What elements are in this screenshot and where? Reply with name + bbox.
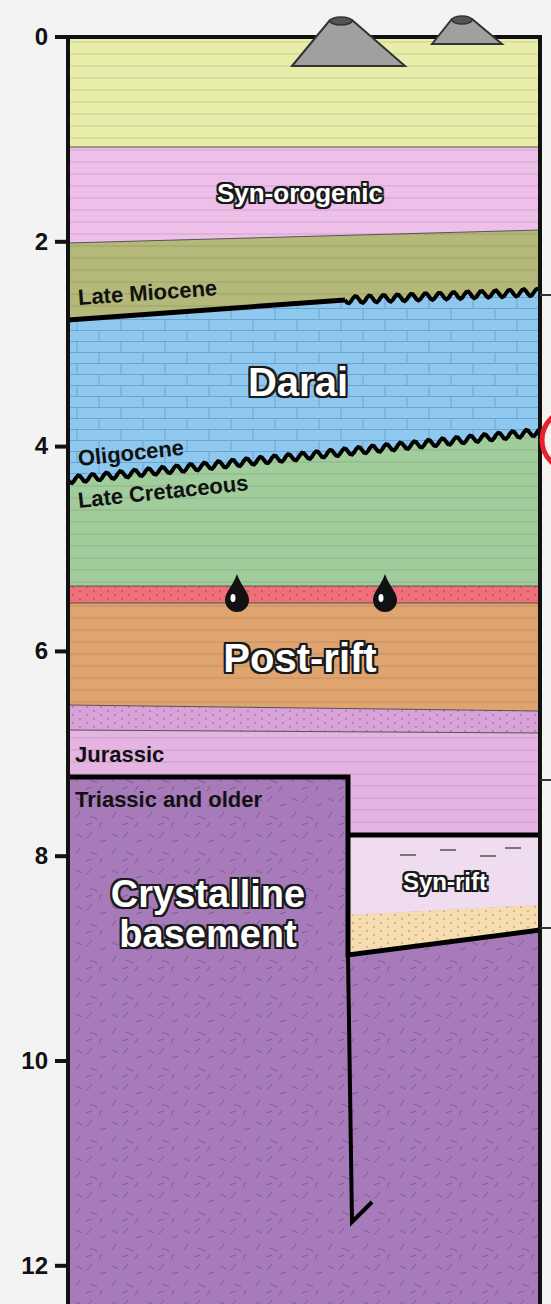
layer-band-label: Syn-rift (399, 865, 491, 898)
volcano-crater (330, 17, 352, 25)
layer-texture (68, 603, 540, 1304)
layer-texture (68, 730, 540, 1304)
depth-number: 12 (21, 1253, 48, 1279)
volcano-crater (452, 16, 472, 24)
wavy-unconformity (345, 289, 540, 304)
layer-boundary (68, 429, 540, 483)
layer-texture (68, 429, 540, 1304)
layer-texture (68, 586, 540, 1304)
layer-band (68, 429, 540, 1304)
key-surfaces (68, 289, 540, 1222)
depth-number: 0 (35, 24, 48, 50)
layer-band-label: Syn-orogenic (213, 176, 387, 211)
layer-band-label: Crystalline basement (69, 871, 347, 959)
band-name: Darai (248, 361, 348, 403)
basement-top (68, 777, 540, 955)
oil-drop (373, 574, 397, 612)
layer-band (68, 705, 540, 1304)
synrift-sand (348, 905, 540, 955)
axis-tick (55, 854, 68, 858)
synrift-top (348, 833, 540, 838)
band-name: Crystalline basement (73, 875, 343, 955)
layer-band (68, 586, 540, 1304)
layer-texture (68, 37, 540, 1304)
column-frame (68, 37, 540, 1304)
axis-tick (55, 1264, 68, 1268)
axis-tick (55, 649, 68, 653)
layer-boundary (68, 705, 540, 711)
oil-drop-shine (231, 594, 236, 602)
oil-drop (225, 574, 249, 612)
age-label: Jurassic (75, 743, 164, 767)
layer-band (68, 147, 540, 1304)
right-tick (540, 779, 551, 781)
layer-boundary (68, 147, 540, 148)
layer-boundary (68, 603, 540, 604)
layer-texture (68, 147, 540, 1304)
right-tick (540, 927, 551, 929)
layer-boundary (68, 730, 540, 733)
basement-texture (68, 777, 540, 1304)
layer-band-label: Post-rift (219, 633, 380, 683)
shale-marks (400, 848, 521, 856)
depth-number: 2 (35, 229, 48, 255)
volcano (292, 20, 405, 66)
layer-texture (68, 705, 540, 1304)
synrift-sand-texture (348, 905, 540, 955)
layer-band (68, 289, 540, 1304)
axis-tick (55, 445, 68, 449)
oil-drop-shine (379, 594, 384, 602)
wavy-unconformity (68, 429, 540, 483)
age-label: Triassic and older (75, 788, 262, 812)
right-tick (540, 294, 551, 296)
layers (68, 37, 540, 1304)
depth-number: 8 (35, 843, 48, 869)
depth-number: 4 (35, 433, 48, 459)
layer-band (68, 730, 540, 1304)
layer-boundary (68, 586, 540, 587)
basement-fill (68, 777, 540, 1304)
depth-number: 6 (35, 638, 48, 664)
axis-tick (55, 1059, 68, 1063)
layer-band-label: Darai (244, 357, 352, 407)
layer-boundary (68, 230, 540, 243)
layer-band (68, 230, 540, 1304)
axis-tick (55, 240, 68, 244)
layer-band (68, 37, 540, 1304)
highlight-circle (542, 410, 551, 470)
layer-band (68, 603, 540, 1304)
layer-texture (68, 230, 540, 1304)
band-name: Syn-orogenic (217, 180, 383, 207)
layer-texture (68, 289, 540, 1304)
axis-tick (55, 35, 68, 39)
band-name: Syn-rift (403, 869, 487, 894)
depth-number: 10 (21, 1048, 48, 1074)
fault (348, 955, 372, 1222)
synrift-shale (348, 835, 540, 915)
band-name: Post-rift (223, 637, 376, 679)
